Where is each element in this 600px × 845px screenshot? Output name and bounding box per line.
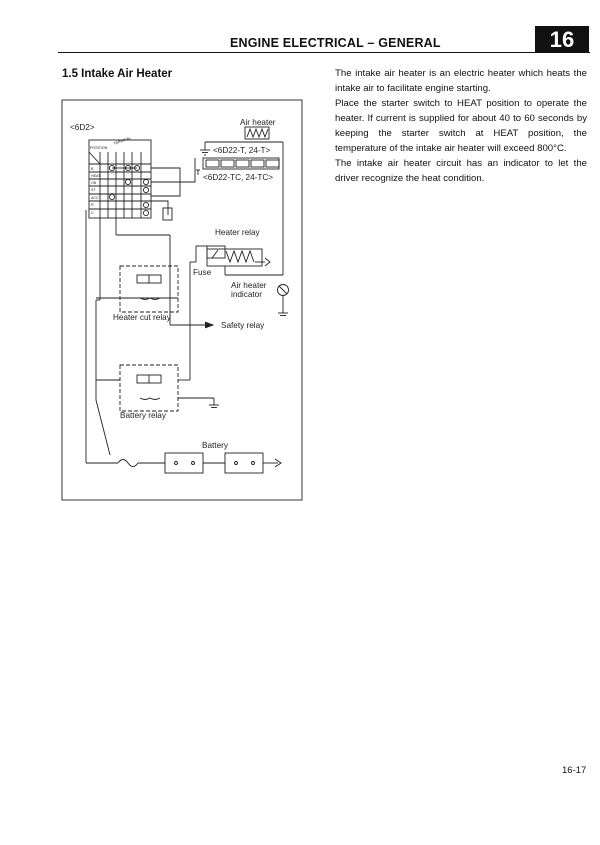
air-heater-indicator-lamp [277, 284, 289, 316]
switch-row-6: C [91, 211, 94, 215]
section-heading: 1.5 Intake Air Heater [62, 68, 173, 80]
heater-cut-relay-label: Heater cut relay [113, 313, 172, 322]
paragraph-1: The intake air heater is an electric hea… [335, 68, 587, 94]
battery-relay-symbol [96, 364, 219, 412]
fuse-label: Fuse [193, 268, 212, 277]
indicator-line-2: indicator [231, 290, 262, 299]
air-heater-multi-element [196, 157, 280, 175]
switch-row-3: ST [91, 188, 96, 192]
air-heater-indicator-label: Air heater indicator [231, 281, 269, 299]
heater-relay-symbol [206, 245, 284, 276]
paragraph-2: Place the starter switch to HEAT positio… [335, 98, 587, 154]
chapter-number-badge: 16 [535, 26, 589, 53]
switch-terminal-label: TERMINAL [113, 136, 131, 146]
switch-row-5: R [91, 203, 94, 207]
air-heater-element [200, 126, 284, 258]
indicator-line-1: Air heater [231, 281, 267, 290]
switch-position-label: POSITION [90, 146, 108, 150]
page-header-title: ENGINE ELECTRICAL – GENERAL [230, 36, 441, 50]
starter-switch-table [88, 139, 152, 219]
safety-relay-label: Safety relay [221, 321, 265, 330]
switch-row-1: HEAT [91, 174, 101, 178]
switch-row-0: B [91, 167, 94, 171]
variant-b-label: <6D22-TC, 24-TC> [203, 173, 273, 182]
header-rule [58, 52, 590, 53]
model-label: <6D2> [70, 123, 95, 132]
switch-row-2: ON [91, 181, 97, 185]
page-number: 16-17 [562, 765, 587, 776]
air-heater-label: Air heater [240, 118, 276, 127]
body-text: The intake air heater is an electric hea… [335, 66, 587, 186]
battery-label: Battery [202, 441, 229, 450]
battery-relay-label: Battery relay [120, 411, 167, 420]
switch-row-4: ACC [91, 196, 99, 200]
heater-cut-relay-symbol [96, 265, 179, 313]
diagram-frame [61, 99, 303, 501]
battery-symbol [85, 210, 282, 474]
heater-relay-label: Heater relay [215, 228, 261, 237]
variant-a-label: <6D22-T, 24-T> [213, 146, 271, 155]
paragraph-3: The intake air heater circuit has an ind… [335, 158, 587, 184]
